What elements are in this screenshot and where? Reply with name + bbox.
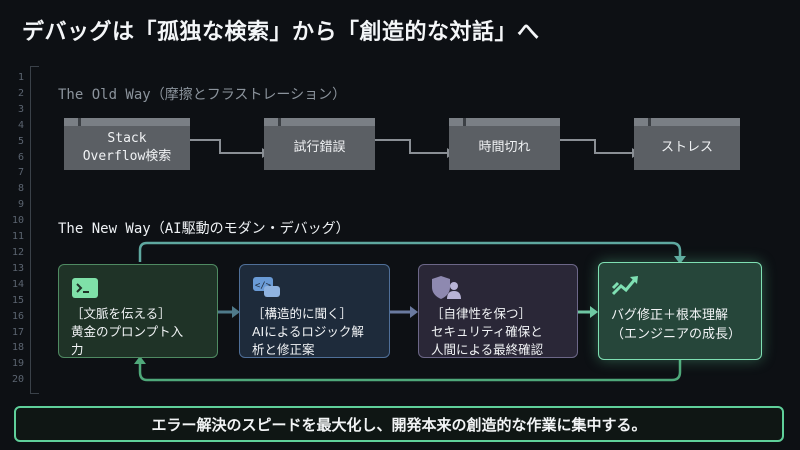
card-structured: </> ［構造的に聞く］ AIによるロジック解 析と修正案 [239,264,390,358]
trend-up-icon [611,273,641,299]
card-result: バグ修正＋根本理解 （エンジニアの成長） [598,262,762,360]
card-text: ［文脈を伝える］ 黄金のプロンプト入 力 [71,306,184,358]
line-number: 16 [11,310,24,322]
code-bracket [30,66,39,394]
line-number: 20 [11,374,24,386]
card-text: ［構造的に聞く］ AIによるロジック解 析と修正案 [252,306,364,358]
card-arrowhead-2 [410,306,418,318]
line-number: 4 [17,119,24,131]
line-number: 14 [11,278,24,290]
old-step-stress: ストレス [634,118,740,170]
line-number: 3 [17,103,24,115]
terminal-icon [71,275,101,301]
card-text: ［自律性を保つ］ セキュリティ確保と 人間による最終確認 [431,306,544,358]
old-step-timeout: 時間切れ [449,118,560,170]
old-connector-3 [560,139,632,154]
old-step-trial-error: 試行錯誤 [264,118,375,170]
old-connector-1 [190,139,262,154]
loop-top-arrowhead [674,256,686,264]
line-number: 1 [17,72,24,83]
line-number: 2 [17,87,24,99]
card-text: バグ修正＋根本理解 （エンジニアの成長） [611,308,742,342]
old-step-label: ストレス [660,140,713,156]
line-number: 7 [17,167,24,179]
old-step-search: Stack Overflow検索 [64,118,190,170]
old-way-heading: The Old Way（摩擦とフラストレーション） [58,87,347,103]
line-number: 17 [11,326,24,338]
line-number: 15 [11,294,24,306]
new-way-heading: The New Way（AI駆動のモダン・デバッグ） [58,221,350,237]
line-number: 12 [11,246,24,258]
old-step-label: 時間切れ [478,140,531,156]
card-context: ［文脈を伝える］ 黄金のプロンプト入 力 [58,264,218,358]
old-step-label: Stack Overflow検索 [82,131,172,164]
line-number: 8 [17,183,24,195]
line-number: 13 [11,262,24,274]
code-chat-icon: </> [252,275,282,301]
card-arrowhead-1 [232,306,240,318]
shield-person-icon [431,275,461,301]
card-arrowhead-3 [590,306,598,318]
line-number: 11 [11,231,24,243]
loop-top-arrow [138,241,682,262]
line-number: 10 [11,215,24,227]
line-number: 5 [17,135,24,147]
svg-text:</>: </> [255,281,272,291]
loop-bottom-arrowhead [134,356,146,364]
line-number: 18 [11,342,24,354]
page-title: デバッグは「孤独な検索」から「創造的な対話」へ [22,20,540,45]
footer-summary: エラー解決のスピードを最大化し、開発本来の創造的な作業に集中する。 [14,406,784,442]
line-number: 9 [17,199,24,211]
old-connector-2 [375,139,447,154]
old-step-label: 試行錯誤 [293,140,346,156]
card-autonomy: ［自律性を保つ］ セキュリティ確保と 人間による最終確認 [418,264,578,358]
loop-bottom-arrow [138,358,682,382]
line-number: 6 [17,151,24,163]
line-number: 19 [11,358,24,370]
